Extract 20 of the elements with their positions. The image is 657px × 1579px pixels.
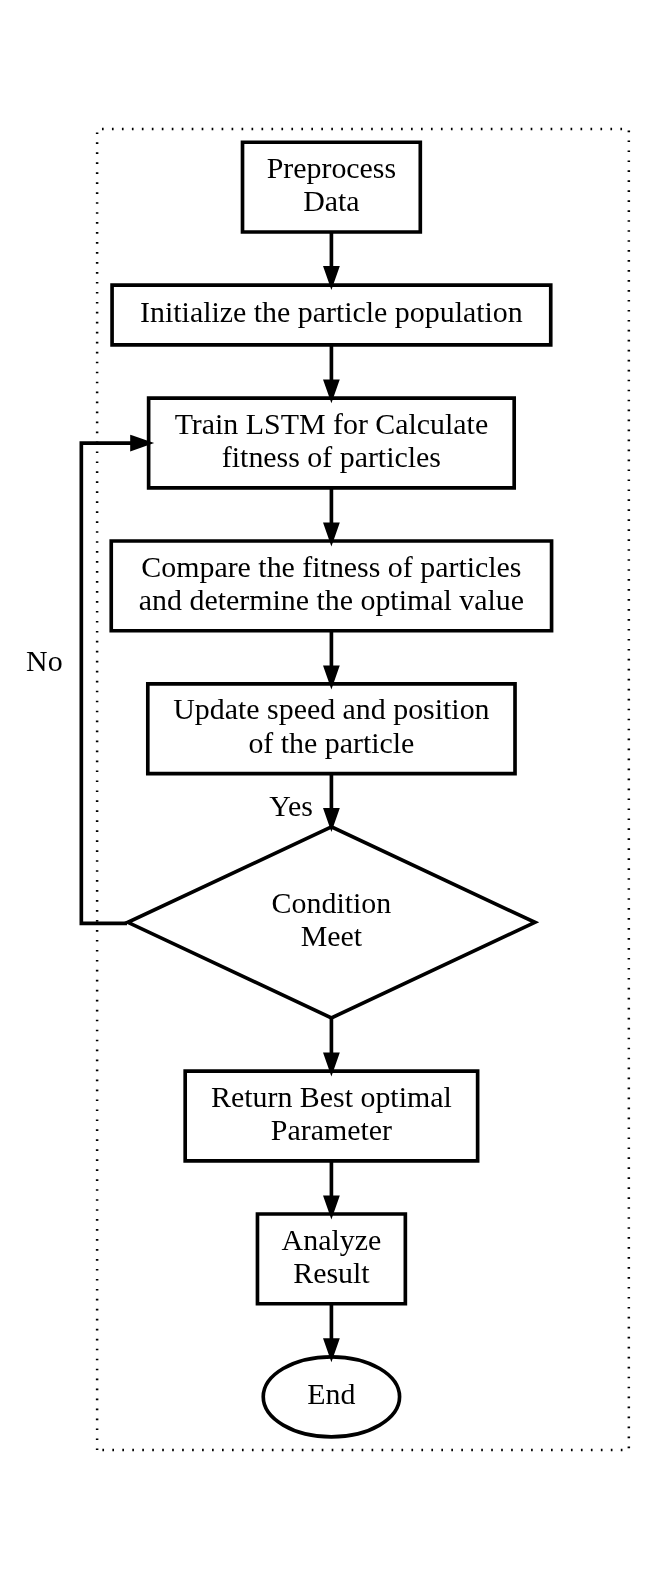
arrow [323,345,340,404]
arrow [323,1304,340,1363]
arrow [323,1018,340,1077]
node-box: Initialize the particle population [110,283,553,347]
arrow [323,488,340,547]
arrow [323,1161,340,1220]
node-ellipse: End [261,1355,402,1439]
edge-label: No [26,644,63,678]
node-box: Return Best optimal Parameter [183,1069,480,1163]
node-box: Preprocess Data [240,140,423,234]
node-box: Analyze Result [255,1212,408,1306]
arrow [323,773,340,833]
edge-label: Yes [269,788,313,822]
arrow [323,232,340,291]
cluster [95,127,631,1452]
arrow [323,631,340,690]
node-box: Compare the fitness of particles and determine the optimal value [109,539,554,633]
node-box: Train LSTM for Calculate fitness of particles [146,396,517,490]
arrow [79,434,155,926]
node-box: Update speed and position of the particle [145,682,517,776]
